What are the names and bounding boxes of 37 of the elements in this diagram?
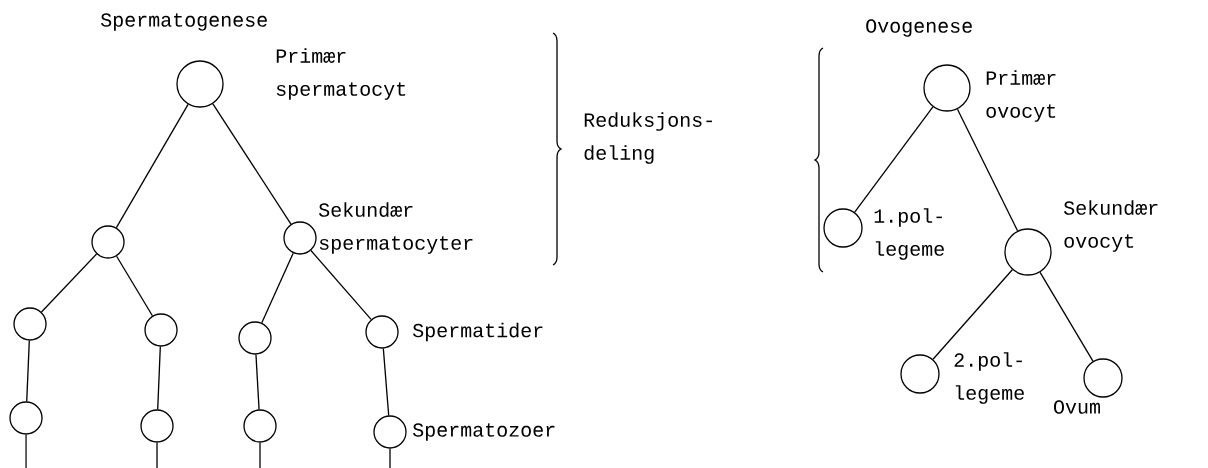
connector-line — [932, 269, 1013, 360]
connector-line — [25, 434, 27, 468]
cell-circle — [243, 409, 277, 443]
cell-label: Spermatozoer — [413, 423, 555, 441]
cell-label: Sekundær ovocyt — [1063, 200, 1158, 252]
cell-circle — [238, 321, 272, 355]
cell-label: Primær spermatocyt — [276, 48, 406, 100]
connector-line — [1039, 271, 1094, 362]
connector-line — [310, 249, 372, 321]
connector-line — [389, 448, 391, 468]
connector-line — [40, 253, 98, 313]
cell-label: Ovum — [1054, 400, 1100, 414]
connector-line — [255, 353, 260, 410]
cell-circle — [9, 401, 43, 435]
cell-label: Spermatider — [413, 322, 543, 342]
connector-line — [956, 108, 1019, 232]
cell-label: 2.pol- legeme — [954, 352, 1024, 404]
connector-line — [115, 255, 154, 317]
heading-label: Spermatogenese — [101, 13, 267, 31]
connector-line — [156, 442, 158, 468]
cell-circle — [91, 225, 125, 259]
cell-label: Sekundær spermatocyter — [319, 202, 473, 254]
cell-circle — [144, 313, 178, 347]
connector-line — [382, 347, 390, 417]
cell-circle — [140, 409, 174, 443]
connector-line — [854, 106, 934, 213]
connector-line — [212, 103, 292, 225]
cell-circle — [13, 307, 47, 341]
connector-line — [261, 252, 294, 324]
connector-line — [259, 442, 261, 468]
cell-label: 1.pol- legeme — [874, 208, 944, 260]
connector-line — [157, 346, 161, 410]
heading-label: Ovogenese — [866, 19, 972, 37]
connector-line — [115, 103, 189, 229]
connector-line — [26, 340, 30, 402]
heading-label: Reduksjons- deling — [584, 112, 712, 164]
cell-label: Primær ovocyt — [986, 70, 1056, 122]
